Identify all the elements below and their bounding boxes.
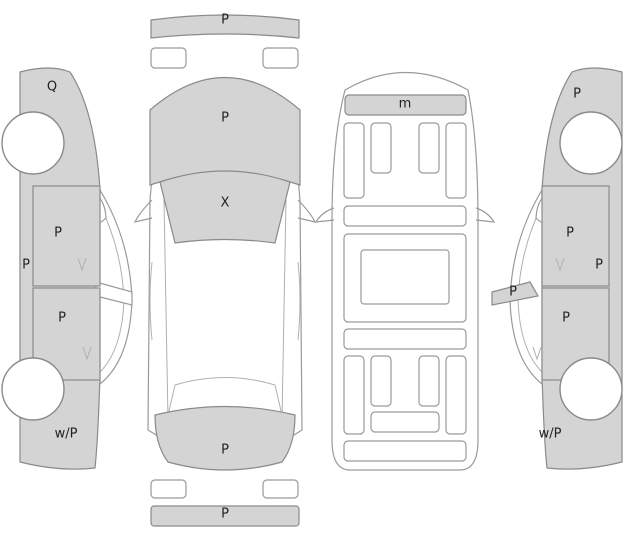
rear-center-seat bbox=[370, 411, 440, 433]
left-front-door-handle bbox=[77, 257, 87, 272]
left-front-door-label: P bbox=[54, 226, 62, 241]
trunk-label: P bbox=[221, 443, 229, 458]
right-side-sill-label: P bbox=[595, 258, 603, 273]
front-bumper-panel[interactable] bbox=[150, 14, 300, 39]
trunk-panel[interactable] bbox=[154, 405, 296, 471]
center-panel-inner bbox=[360, 249, 450, 305]
top-left-mirror bbox=[133, 199, 153, 223]
top-right-door-seam bbox=[297, 261, 301, 341]
cargo-bar bbox=[343, 440, 467, 462]
left-taillight bbox=[150, 479, 187, 499]
left-side-view: P P P Q w/P bbox=[1, 67, 133, 470]
right-headlight bbox=[262, 47, 299, 69]
rear-left-seat-inner bbox=[370, 355, 392, 407]
interior-right-mirror bbox=[475, 207, 496, 223]
right-pillar-panel[interactable] bbox=[491, 281, 539, 306]
left-rear-wheel bbox=[1, 357, 65, 421]
interior-left-mirror bbox=[314, 207, 335, 223]
left-rear-door-handle bbox=[82, 346, 92, 361]
rear-left-seat-outer bbox=[343, 355, 365, 435]
hood-panel[interactable] bbox=[149, 76, 301, 186]
center-bar-top bbox=[343, 205, 467, 227]
top-left-door-seam bbox=[149, 261, 153, 341]
roof-label: m bbox=[399, 97, 412, 112]
front-left-seat-outer bbox=[343, 122, 365, 199]
front-right-seat-outer bbox=[445, 122, 467, 199]
right-front-door-panel[interactable] bbox=[541, 185, 610, 287]
left-front-wheel bbox=[1, 111, 65, 175]
interior-view: m bbox=[314, 71, 496, 471]
rear-bumper-label: P bbox=[221, 507, 229, 522]
front-left-seat-inner bbox=[370, 122, 392, 174]
left-side-sill-label: P bbox=[22, 258, 30, 273]
right-taillight bbox=[262, 479, 299, 499]
right-front-fender-label: P bbox=[573, 87, 581, 102]
hood-label: P bbox=[221, 111, 229, 126]
top-view: P P X P P bbox=[133, 13, 317, 527]
rear-right-seat-inner bbox=[418, 355, 440, 407]
right-side-view: P P P P P w/P bbox=[491, 67, 623, 470]
front-right-seat-inner bbox=[418, 122, 440, 174]
left-rear-door-label: P bbox=[58, 311, 66, 326]
roof-panel[interactable] bbox=[344, 94, 467, 116]
left-rear-quarter-label: w/P bbox=[55, 427, 78, 442]
top-right-mirror bbox=[297, 199, 317, 223]
right-rear-door-handle bbox=[532, 346, 542, 361]
left-front-door-panel[interactable] bbox=[32, 185, 101, 287]
right-rear-door-label: P bbox=[562, 311, 570, 326]
left-headlight bbox=[150, 47, 187, 69]
windshield-panel[interactable] bbox=[159, 170, 291, 244]
right-rear-wheel bbox=[559, 357, 623, 421]
center-bar-bottom bbox=[343, 328, 467, 350]
interior-body-outline bbox=[331, 71, 479, 471]
front-bumper-label: P bbox=[221, 13, 229, 28]
right-rear-quarter-label: w/P bbox=[539, 427, 562, 442]
rear-right-seat-outer bbox=[445, 355, 467, 435]
right-front-door-label: P bbox=[566, 226, 574, 241]
right-front-door-handle bbox=[555, 257, 565, 272]
left-front-fender-label: Q bbox=[47, 80, 57, 95]
right-pillar-label: P bbox=[509, 285, 517, 300]
rear-bumper-panel[interactable] bbox=[150, 505, 300, 527]
right-front-wheel bbox=[559, 111, 623, 175]
windshield-label: X bbox=[221, 196, 230, 211]
